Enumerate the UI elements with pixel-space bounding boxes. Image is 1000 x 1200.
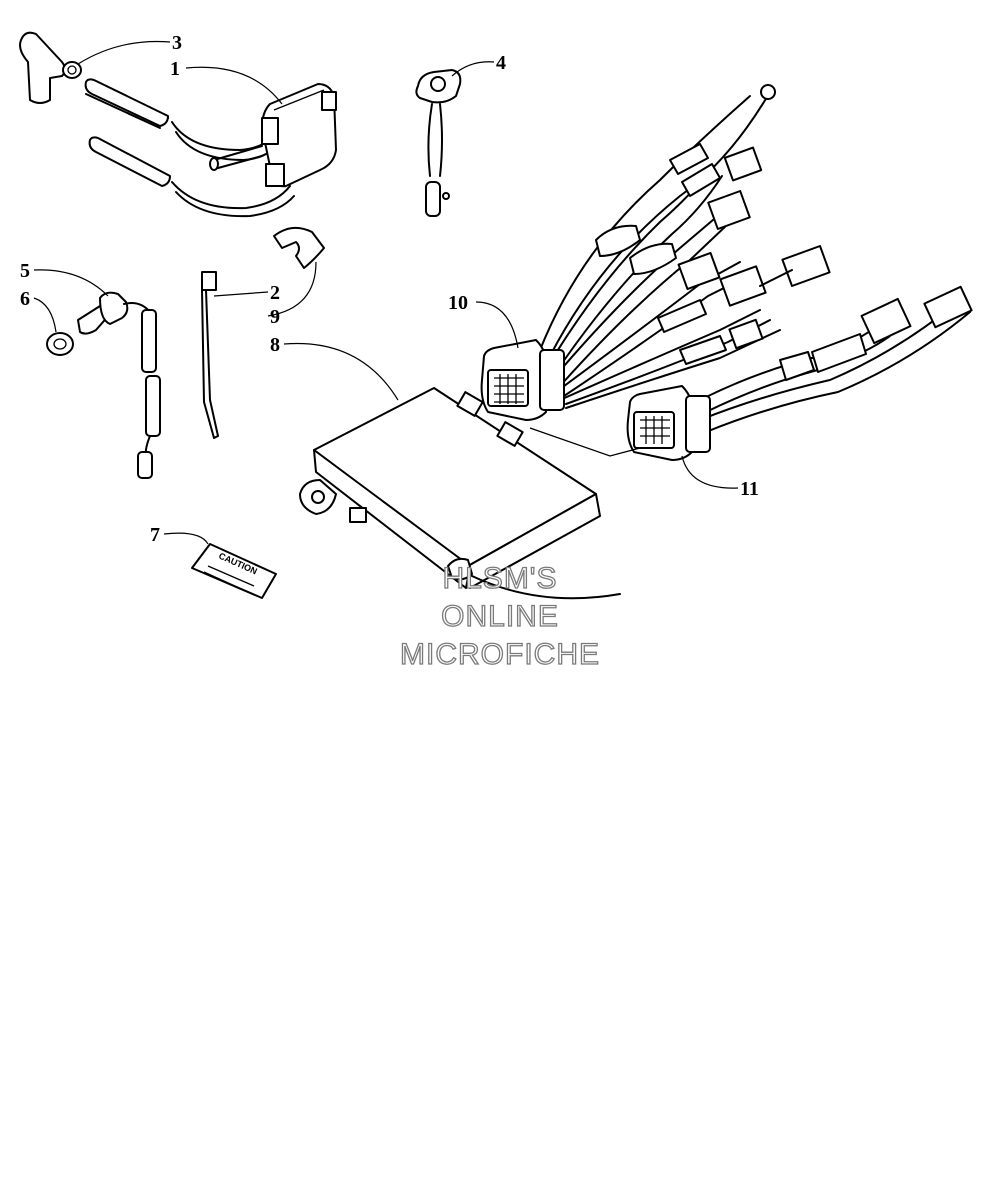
callout-8: 8: [270, 334, 280, 356]
callout-10: 10: [448, 292, 468, 314]
callout-5: 5: [20, 260, 30, 282]
caution-decal: CAUTION: [191, 543, 277, 599]
ignition-coil: [84, 78, 337, 218]
callout-11: 11: [740, 478, 759, 500]
watermark-line-1: HLSM'S: [442, 562, 557, 595]
callout-6: 6: [20, 288, 30, 310]
washer: [46, 332, 74, 356]
sensor-part-4: [415, 69, 462, 217]
spark-plug-cap: [19, 31, 82, 104]
callout-4: 4: [496, 52, 506, 74]
leader-lines: [33, 40, 739, 545]
watermark: HLSM'S ONLINE MICROFICHE: [399, 561, 600, 671]
clip: [273, 226, 325, 269]
connector-pin-grid: [494, 374, 524, 404]
harness-connector-11: [626, 285, 973, 461]
cable-tie: [201, 271, 219, 439]
callout-labels: 3 1 4 5 6 2 9 8 10 11 7: [20, 32, 759, 546]
callout-2: 2: [270, 282, 280, 304]
control-module: [299, 387, 621, 600]
watermark-line-2: ONLINE: [441, 600, 559, 633]
callout-3: 3: [172, 32, 182, 54]
watermark-line-3: MICROFICHE: [400, 638, 600, 671]
callout-7: 7: [150, 524, 160, 546]
callout-9: 9: [270, 306, 280, 328]
connector-link-line: [529, 427, 641, 457]
temperature-sensor: [77, 291, 161, 479]
callout-1: 1: [170, 58, 180, 80]
wiring-harness: [480, 84, 831, 421]
